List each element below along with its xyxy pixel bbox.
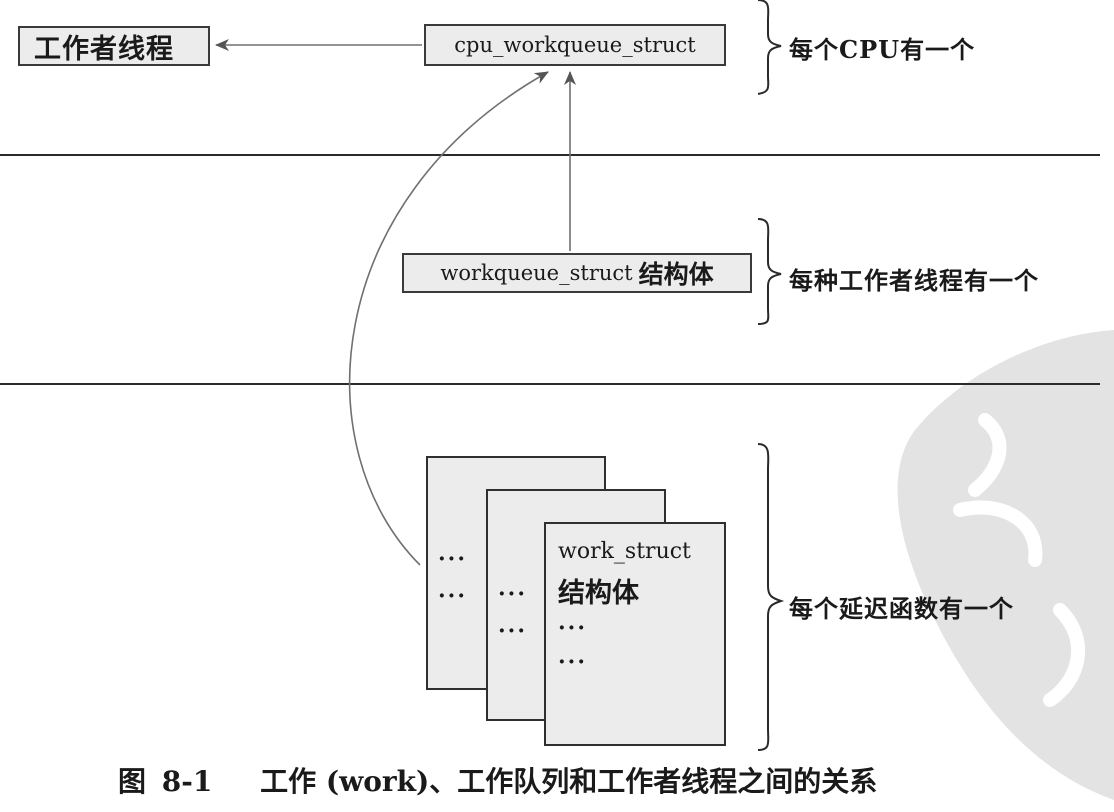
brace-per-cpu bbox=[757, 0, 782, 95]
watermark-glyph bbox=[953, 413, 1085, 707]
brace-per-worker-type bbox=[757, 218, 782, 325]
arrow-work-to-cpu bbox=[348, 71, 549, 566]
watermark-shape bbox=[897, 330, 1114, 800]
brace-per-deferred-func bbox=[757, 443, 785, 751]
